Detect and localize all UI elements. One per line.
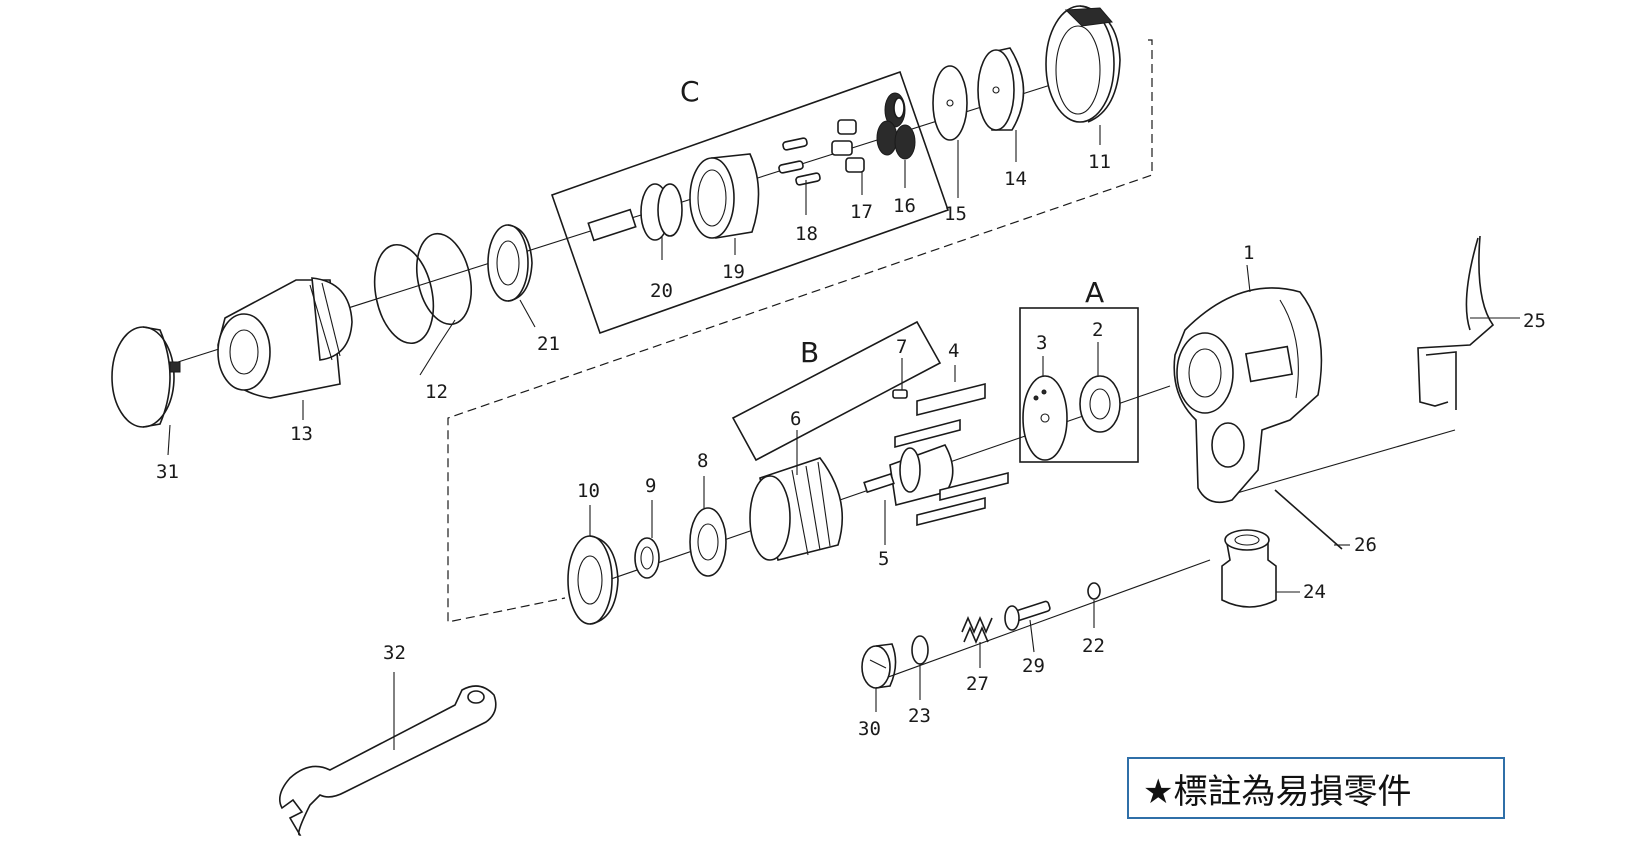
part-30-plug-screw xyxy=(861,643,897,689)
part-13-housing-nut xyxy=(217,277,353,399)
part-label-32: 32 xyxy=(383,642,406,664)
part-2-bearing xyxy=(1079,375,1121,433)
part-20-spindle xyxy=(587,183,683,242)
group-b-box xyxy=(731,320,942,462)
part-label-6: 6 xyxy=(790,408,801,430)
part-17-bushings xyxy=(831,119,865,173)
part-5-rotor xyxy=(863,444,954,506)
assembly-dashed-lines xyxy=(447,39,1153,623)
part-label-12: 12 xyxy=(425,381,448,403)
part-19-ring-gear xyxy=(689,153,760,239)
group-a-box xyxy=(1019,307,1139,463)
part-label-5: 5 xyxy=(878,548,889,570)
wear-parts-notice-text: ★標註為易損零件 xyxy=(1143,771,1412,812)
part-label-22: 22 xyxy=(1082,635,1105,657)
part-label-4: 4 xyxy=(948,340,959,362)
part-8-rear-plate xyxy=(689,507,727,577)
part-21-bearing xyxy=(487,224,533,302)
part-label-15: 15 xyxy=(944,203,967,225)
part-label-3: 3 xyxy=(1036,332,1047,354)
part-4-vanes xyxy=(894,382,1009,527)
part-9-snap-ring xyxy=(634,537,660,579)
part-label-25: 25 xyxy=(1523,310,1546,332)
part-label-7: 7 xyxy=(896,336,907,358)
part-1-main-body xyxy=(1173,287,1323,504)
part-label-1: 1 xyxy=(1243,242,1254,264)
wear-parts-notice-box: ★標註為易損零件 xyxy=(1127,757,1505,819)
part-10-bearing xyxy=(567,535,619,625)
part-32-wrench xyxy=(279,685,497,836)
part-26-pin xyxy=(1274,489,1343,550)
part-label-18: 18 xyxy=(795,223,818,245)
part-label-24: 24 xyxy=(1303,581,1326,603)
leader-lines xyxy=(167,125,1520,750)
part-label-19: 19 xyxy=(722,261,745,283)
part-29-valve-stem xyxy=(1004,600,1051,631)
part-12-o-rings xyxy=(373,232,472,345)
part-label-21: 21 xyxy=(537,333,560,355)
group-label-a: A xyxy=(1085,276,1104,309)
part-label-8: 8 xyxy=(697,450,708,472)
part-label-30: 30 xyxy=(858,718,881,740)
part-label-16: 16 xyxy=(893,195,916,217)
part-label-31: 31 xyxy=(156,461,179,483)
part-label-9: 9 xyxy=(645,475,656,497)
part-label-13: 13 xyxy=(290,423,313,445)
part-label-20: 20 xyxy=(650,280,673,302)
part-label-17: 17 xyxy=(850,201,873,223)
part-label-2: 2 xyxy=(1092,319,1103,341)
part-31-end-cap xyxy=(111,326,181,428)
part-22-o-ring xyxy=(1087,582,1101,600)
group-c-box xyxy=(550,70,950,335)
part-7-pin xyxy=(892,389,908,399)
part-label-11: 11 xyxy=(1088,151,1111,173)
part-label-14: 14 xyxy=(1004,168,1027,190)
part-16-planet-gears xyxy=(876,92,916,160)
group-label-b: B xyxy=(800,336,819,369)
part-25-lever xyxy=(1417,235,1495,410)
part-18-pins xyxy=(778,137,821,186)
part-label-29: 29 xyxy=(1022,655,1045,677)
part-label-23: 23 xyxy=(908,705,931,727)
part-23-washer xyxy=(911,635,929,665)
group-label-c: C xyxy=(680,75,700,108)
part-24-air-inlet xyxy=(1221,529,1277,608)
part-14-gear-plate xyxy=(977,47,1025,131)
part-label-26: 26 xyxy=(1354,534,1377,556)
part-label-27: 27 xyxy=(966,673,989,695)
part-6-cylinder xyxy=(749,457,844,561)
part-3-end-plate xyxy=(1022,375,1068,461)
part-15-washer xyxy=(932,65,968,141)
part-11-front-ring xyxy=(1045,5,1121,123)
part-label-10: 10 xyxy=(577,480,600,502)
part-27-spring xyxy=(961,615,993,645)
